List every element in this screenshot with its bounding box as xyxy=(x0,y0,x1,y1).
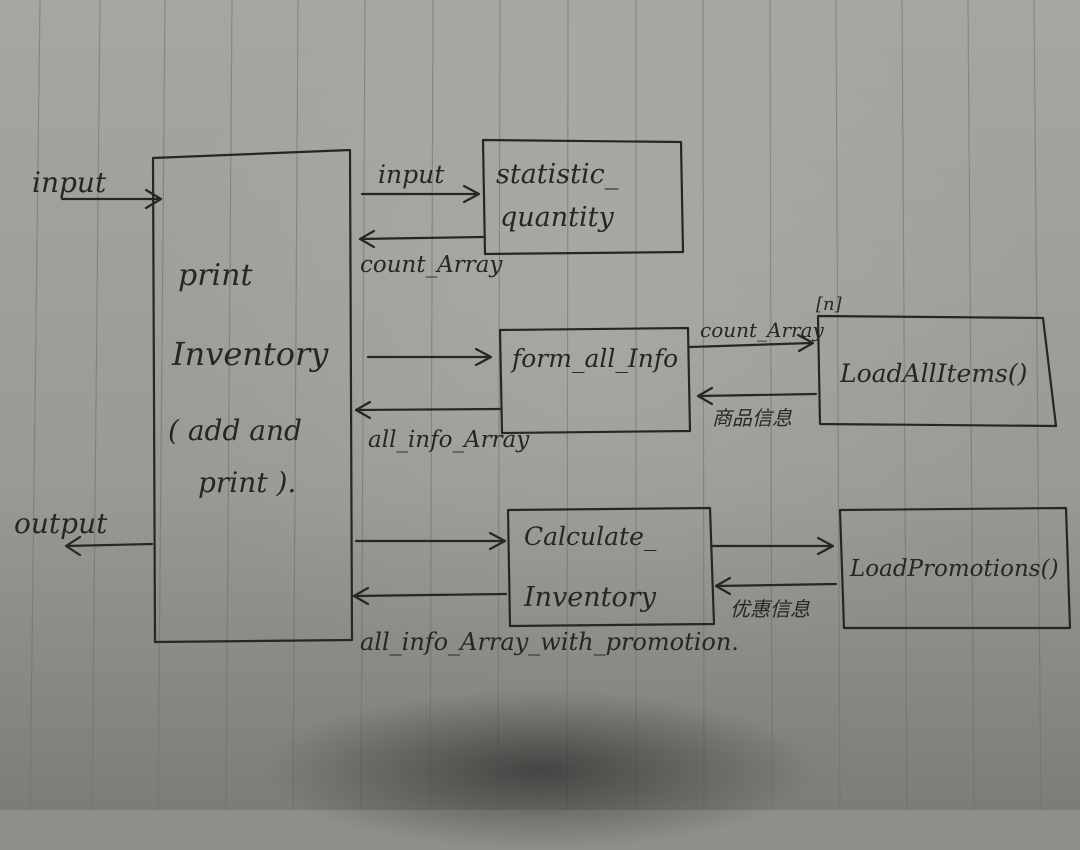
edge-main-to-statistic: input xyxy=(360,160,481,204)
node-form-all-info-label: form_all_Info xyxy=(510,344,678,373)
edge-promotions-to-calculate: 优惠信息 xyxy=(714,576,838,621)
node-calculate-inventory: Calculate_ Inventory xyxy=(506,506,716,628)
input-label: input xyxy=(32,166,107,199)
edge-form-to-loadall-label: count_Array xyxy=(700,318,825,342)
node-form-all-info: form_all_Info xyxy=(498,326,692,435)
node-statistic-quantity: statistic_ quantity xyxy=(481,138,685,256)
notebook-paper xyxy=(0,0,1080,810)
node-load-all-items: LoadAllItems() xyxy=(816,314,1058,428)
node-print-inventory-line3: ( add and xyxy=(168,414,302,447)
edge-form-to-loadall-suffix: [n] xyxy=(816,294,843,315)
edge-external-input: input xyxy=(32,166,163,210)
edge-statistic-to-main: count_Array xyxy=(358,229,503,278)
edge-main-to-calculate xyxy=(354,531,507,551)
edge-form-to-loadall: count_Array [n] xyxy=(688,294,843,353)
flow-diagram: print Inventory ( add and print ). input… xyxy=(14,138,1072,656)
edge-calculate-to-main-label: all_info_Array_with_promotion. xyxy=(360,628,739,656)
node-print-inventory-line1: print xyxy=(178,258,253,293)
node-load-promotions: LoadPromotions() xyxy=(838,506,1072,630)
edge-calculate-to-promotions xyxy=(710,536,835,556)
node-print-inventory-line4: print ). xyxy=(198,466,296,499)
edge-calculate-to-main: all_info_Array_with_promotion. xyxy=(352,586,739,656)
edge-form-to-main: all_info_Array xyxy=(354,400,530,453)
edge-external-output: output xyxy=(14,507,154,557)
node-calculate-inventory-line1: Calculate_ xyxy=(524,522,657,551)
node-statistic-quantity-line2: quantity xyxy=(500,202,614,233)
output-label: output xyxy=(14,507,108,540)
notebook-ruling xyxy=(29,0,1042,810)
edge-loadall-to-form-label: 商品信息 xyxy=(712,406,792,430)
node-print-inventory-line2: Inventory xyxy=(171,335,329,373)
edge-main-to-form xyxy=(366,347,493,367)
node-load-all-items-label: LoadAllItems() xyxy=(839,359,1027,388)
node-load-promotions-label: LoadPromotions() xyxy=(849,556,1059,582)
edge-main-to-statistic-label: input xyxy=(378,160,445,189)
node-print-inventory: print Inventory ( add and print ). xyxy=(151,148,354,644)
edge-form-to-main-label: all_info_Array xyxy=(368,427,530,453)
node-statistic-quantity-line1: statistic_ xyxy=(496,159,619,190)
edge-promotions-to-calculate-label: 优惠信息 xyxy=(730,597,810,621)
edge-statistic-to-main-label: count_Array xyxy=(360,252,503,278)
edge-loadall-to-form: 商品信息 xyxy=(696,386,818,430)
node-calculate-inventory-line2: Inventory xyxy=(523,582,657,613)
